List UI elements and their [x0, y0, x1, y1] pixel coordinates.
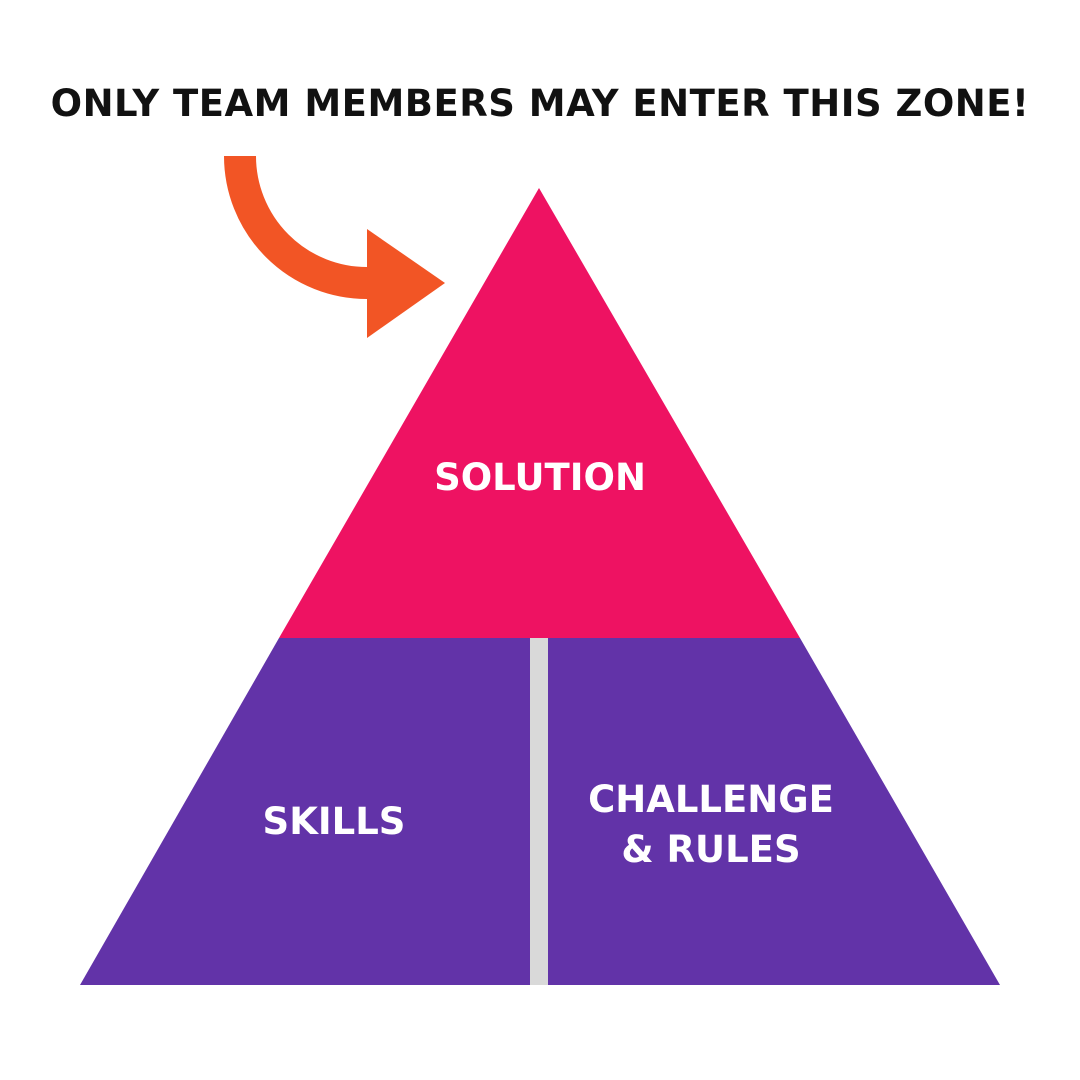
label-skills: SKILLS: [263, 800, 406, 843]
curved-arrow-icon: [224, 155, 445, 338]
pyramid-divider: [530, 638, 548, 985]
pyramid-top-section: [279, 188, 800, 638]
label-challenge: CHALLENGE: [588, 778, 834, 821]
label-rules: & RULES: [621, 828, 800, 871]
pyramid-bottom-left-section: [80, 638, 530, 985]
label-solution: SOLUTION: [434, 456, 646, 499]
headline: ONLY TEAM MEMBERS MAY ENTER THIS ZONE!: [50, 82, 1030, 125]
pyramid-bottom-right-section: [548, 638, 1000, 985]
